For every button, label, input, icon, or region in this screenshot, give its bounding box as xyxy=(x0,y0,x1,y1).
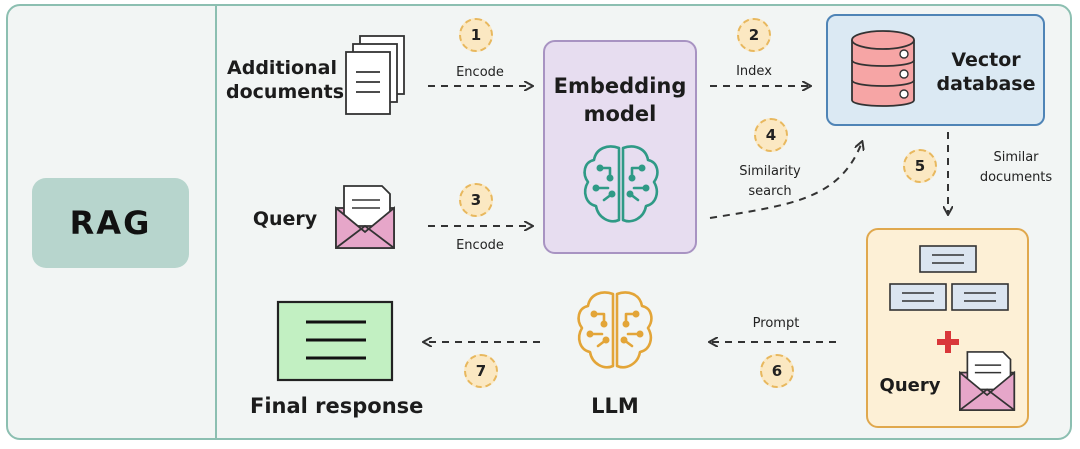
rag-label: RAG xyxy=(32,178,189,268)
query-box-label: Query xyxy=(879,375,941,396)
edge-label-prompt: Prompt xyxy=(752,316,800,331)
envelope-icon-small xyxy=(959,351,1016,411)
step-badge-2: 2 xyxy=(737,18,771,52)
final-response-icon xyxy=(276,300,394,382)
embedding-model-label: Embedding model xyxy=(553,74,687,126)
edge-label-similarity-search: Similarity search xyxy=(739,164,801,199)
step-badge-5: 5 xyxy=(903,149,937,183)
additional-documents-label: Additional documents xyxy=(226,57,345,103)
edge-label-similar-documents: Similar documents xyxy=(979,150,1053,185)
vector-database-box: Vector database xyxy=(826,14,1045,126)
documents-icon xyxy=(345,35,405,115)
step-badge-3: 3 xyxy=(459,183,493,217)
vector-database-label: Vector database xyxy=(936,49,1036,95)
augmented-query-box: Query xyxy=(866,228,1029,428)
envelope-icon xyxy=(335,185,395,249)
edge-label-encode-docs: Encode xyxy=(456,65,504,80)
edge-label-index: Index xyxy=(736,64,772,79)
final-response-label: Final response xyxy=(250,394,424,418)
database-icon xyxy=(851,30,915,107)
arrow-similarity-search xyxy=(709,142,862,219)
step-badge-1: 1 xyxy=(459,18,493,52)
plus-icon xyxy=(937,331,959,353)
similar-documents-icon xyxy=(889,245,1009,311)
frame-divider xyxy=(215,6,217,438)
step-badge-4: 4 xyxy=(754,118,788,152)
query-label: Query xyxy=(252,208,318,230)
llm-label: LLM xyxy=(591,394,639,418)
edge-label-encode-query: Encode xyxy=(456,238,504,253)
llm-brain-circuit-icon xyxy=(577,291,653,369)
step-badge-6: 6 xyxy=(760,354,794,388)
embedding-model-box: Embedding model xyxy=(543,40,697,254)
brain-circuit-icon xyxy=(583,145,659,223)
step-badge-7: 7 xyxy=(464,354,498,388)
